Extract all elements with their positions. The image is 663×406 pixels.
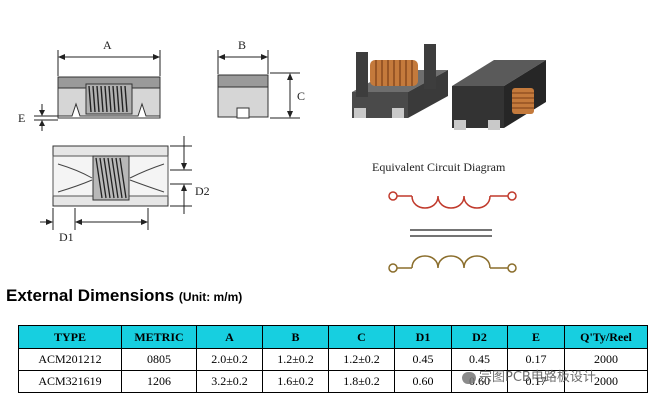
dimension-label-a: A — [103, 38, 112, 52]
dimension-label-c: C — [297, 89, 306, 103]
cell-a: 2.0±0.2 — [196, 348, 263, 371]
dimensions-table: TYPE METRIC A B C D1 D2 E Q'Ty/Reel ACM2… — [18, 325, 648, 393]
header-c: C — [328, 325, 395, 349]
header-d2: D2 — [451, 325, 508, 349]
table-header-row: TYPE METRIC A B C D1 D2 E Q'Ty/Reel — [18, 325, 648, 349]
cell-e: 0.17 — [507, 370, 565, 393]
section-unit: (Unit: m/m) — [178, 290, 243, 304]
component-3d-photo — [352, 44, 546, 130]
bottom-view-drawing — [40, 136, 192, 230]
cell-type: ACM201212 — [18, 348, 122, 371]
section-title-text: External Dimensions — [6, 286, 175, 305]
cell-c: 1.2±0.2 — [328, 348, 395, 371]
side-view-drawing — [34, 50, 161, 131]
watermark: 宗图PCB电路板设计 — [462, 366, 596, 385]
header-metric: METRIC — [121, 325, 197, 349]
cell-a: 3.2±0.2 — [196, 370, 263, 393]
header-e: E — [507, 325, 565, 349]
dimension-label-e: E — [18, 111, 26, 125]
cell-e: 0.17 — [507, 348, 565, 371]
cell-d2: 0.45 — [451, 348, 508, 371]
cell-b: 1.6±0.2 — [262, 370, 329, 393]
header-a: A — [196, 325, 263, 349]
cell-d1: 0.60 — [394, 370, 452, 393]
cell-d1: 0.45 — [394, 348, 452, 371]
technical-drawings — [34, 44, 546, 273]
cell-qty: 2000 — [564, 370, 648, 393]
dimension-label-d2: D2 — [195, 184, 210, 198]
cell-b: 1.2±0.2 — [262, 348, 329, 371]
wechat-icon — [462, 371, 476, 384]
header-qty-reel: Q'Ty/Reel — [564, 325, 648, 349]
watermark-text: 宗图PCB电路板设计 — [479, 370, 596, 385]
circuit-diagram-title: Equivalent Circuit Diagram — [372, 160, 506, 174]
end-view-drawing — [217, 50, 300, 119]
equivalent-circuit-diagram — [388, 191, 517, 273]
cell-type: ACM321619 — [18, 370, 122, 393]
section-title: External Dimensions (Unit: m/m) — [6, 286, 242, 306]
cell-metric: 1206 — [121, 370, 197, 393]
table-row: ACM321619 1206 3.2±0.2 1.6±0.2 1.8±0.2 0… — [18, 370, 648, 393]
cell-c: 1.8±0.2 — [328, 370, 395, 393]
header-b: B — [262, 325, 329, 349]
header-d1: D1 — [394, 325, 452, 349]
dimension-label-b: B — [238, 38, 247, 52]
header-type: TYPE — [18, 325, 122, 349]
cell-metric: 0805 — [121, 348, 197, 371]
table-row: ACM201212 0805 2.0±0.2 1.2±0.2 1.2±0.2 0… — [18, 348, 648, 371]
dimension-label-d1: D1 — [59, 230, 74, 244]
